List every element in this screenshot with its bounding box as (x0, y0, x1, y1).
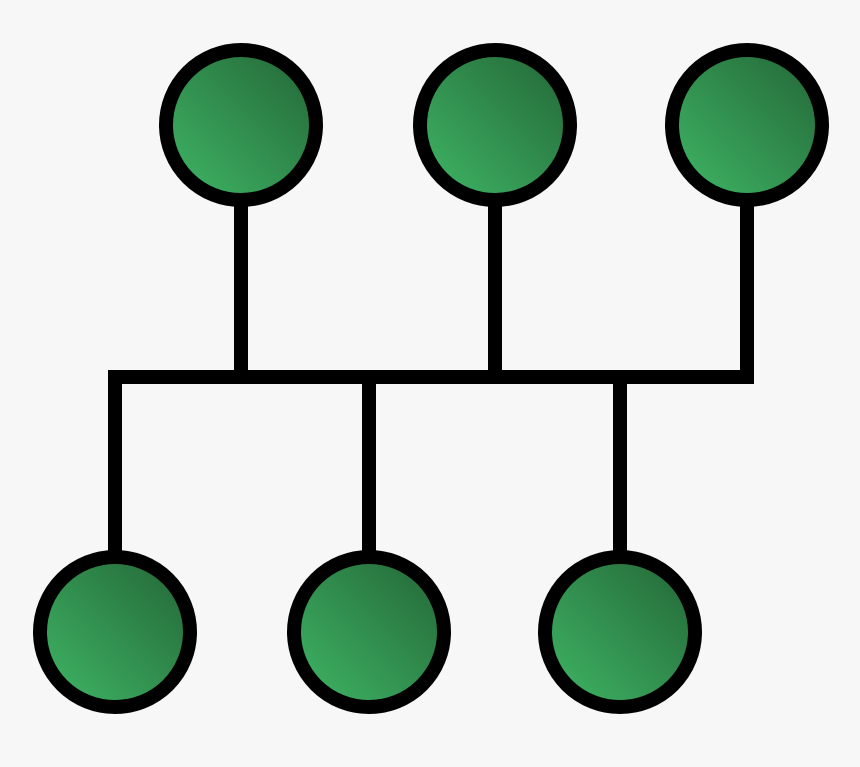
nodes (33, 43, 829, 714)
node-bottom-3 (538, 550, 702, 714)
node-bottom-1 (33, 550, 197, 714)
node-top-3 (665, 43, 829, 207)
node-bottom-2 (287, 550, 451, 714)
bus-lines (108, 118, 754, 639)
node-top-2 (413, 43, 577, 207)
node-top-1 (159, 43, 323, 207)
